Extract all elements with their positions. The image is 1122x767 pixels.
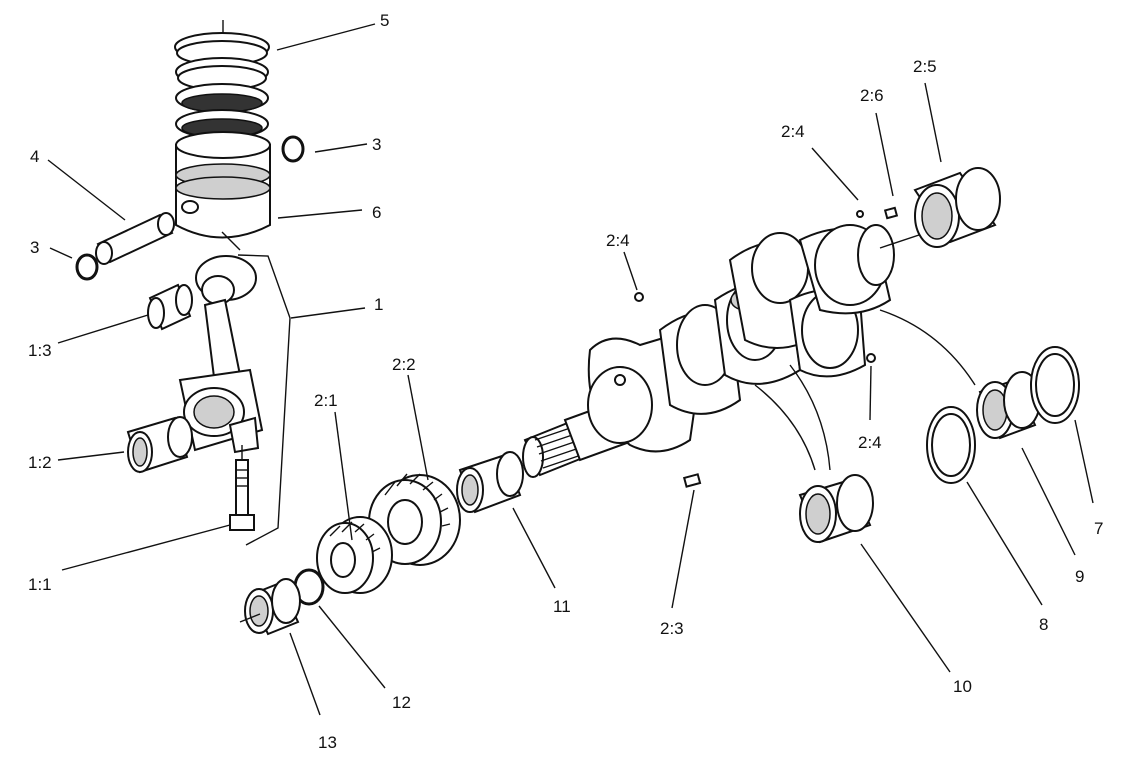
- callout-2-2: 2:2: [392, 355, 416, 374]
- piston-pin: [95, 212, 175, 265]
- callout-12: 12: [392, 693, 411, 712]
- leader-lines: [47, 23, 1094, 716]
- connecting-rod: [178, 255, 264, 454]
- callout-labels: 5 3 4 6 3 1 1:3 1:2 1:1 2:1 2:2 2:4 2:4 …: [28, 11, 1103, 752]
- callout-8: 8: [1039, 615, 1048, 634]
- callout-3-left: 3: [30, 238, 39, 257]
- callout-5: 5: [380, 11, 389, 30]
- callout-4: 4: [30, 147, 39, 166]
- assembly-arrows: [754, 309, 976, 471]
- callout-13: 13: [318, 733, 337, 752]
- bearing-9: [976, 371, 1041, 440]
- piston-rings: [174, 32, 270, 139]
- callout-2-1: 2:1: [314, 391, 338, 410]
- callout-3-right: 3: [372, 135, 381, 154]
- callout-2-5: 2:5: [913, 57, 937, 76]
- callout-1-1: 1:1: [28, 575, 52, 594]
- thrust-washer-8: [926, 406, 976, 484]
- callout-2-6: 2:6: [860, 86, 884, 105]
- drive-gear-small: [316, 516, 393, 594]
- thrust-washer-7: [1030, 346, 1080, 424]
- callout-6: 6: [372, 203, 381, 222]
- callout-1-3: 1:3: [28, 341, 52, 360]
- piston: [175, 131, 271, 251]
- bracket-item-1: [237, 254, 291, 546]
- rod-bolt: [229, 445, 255, 531]
- big-end-bearing-shell: [126, 416, 193, 474]
- rear-main-bearing: [913, 167, 1001, 248]
- circlip-right: [281, 135, 305, 163]
- callout-11: 11: [553, 597, 571, 616]
- callout-2-4-top: 2:4: [781, 122, 805, 141]
- small-end-bushing: [147, 283, 193, 331]
- crankshaft: [522, 224, 941, 478]
- callout-10: 10: [953, 677, 972, 696]
- main-bearing-10: [798, 474, 874, 544]
- bearing-13: [239, 578, 301, 636]
- bearing-11: [456, 451, 524, 514]
- callout-2-4-left: 2:4: [606, 231, 630, 250]
- callout-2-4-bottom: 2:4: [858, 433, 882, 452]
- callout-1: 1: [374, 295, 383, 314]
- callout-7: 7: [1094, 519, 1103, 538]
- callout-9: 9: [1075, 567, 1084, 586]
- crank-plugs: [634, 206, 899, 488]
- callout-1-2: 1:2: [28, 453, 52, 472]
- callout-2-3: 2:3: [660, 619, 684, 638]
- circlip-left: [75, 253, 99, 281]
